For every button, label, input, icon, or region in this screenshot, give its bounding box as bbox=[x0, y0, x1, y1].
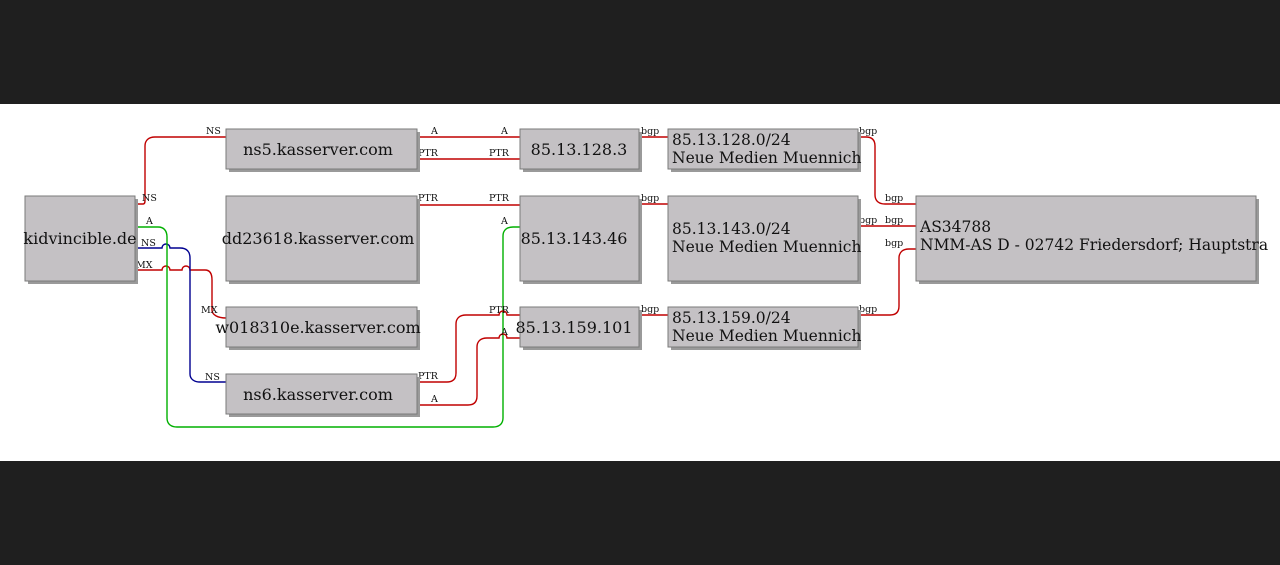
label-bgp-ip128: bgp bbox=[641, 126, 659, 137]
label-ns-ns6: NS bbox=[205, 372, 220, 383]
node-domain[interactable]: kidvincible.de bbox=[23, 195, 138, 284]
label-a-ip143: A bbox=[500, 216, 508, 227]
node-ip159[interactable]: 85.13.159.101 bbox=[515, 306, 642, 350]
edge-ns6-ip159-a bbox=[417, 333, 520, 406]
node-net128[interactable]: 85.13.128.0/24 Neue Medien Muennich bbox=[667, 128, 861, 172]
node-net143-prefix: 85.13.143.0/24 bbox=[672, 220, 791, 238]
diagram-canvas: NS NS A NS MX MX NS A A PTR PTR PTR PTR … bbox=[0, 104, 1280, 461]
node-as34788[interactable]: AS34788 NMM-AS D - 02742 Friedersdorf; H… bbox=[915, 195, 1268, 284]
label-bgp-net128: bgp bbox=[859, 126, 877, 137]
node-ns6-label: ns6.kasserver.com bbox=[243, 385, 393, 404]
node-net159-org: Neue Medien Muennich bbox=[672, 327, 861, 345]
node-ns5-label: ns5.kasserver.com bbox=[243, 140, 393, 159]
label-mx-w01: MX bbox=[201, 305, 218, 316]
edge-ns6-ip159-ptr bbox=[417, 310, 520, 383]
node-domain-label: kidvincible.de bbox=[23, 229, 136, 248]
node-ip159-label: 85.13.159.101 bbox=[515, 318, 632, 337]
label-ns-ns5: NS bbox=[206, 126, 221, 137]
node-w018310e-label: w018310e.kasserver.com bbox=[215, 318, 420, 337]
node-ns6[interactable]: ns6.kasserver.com bbox=[225, 373, 420, 417]
label-bgp-as-mid: bgp bbox=[885, 215, 903, 226]
label-bgp-ip159: bgp bbox=[641, 304, 659, 315]
label-ptr-dd: PTR bbox=[418, 193, 439, 204]
label-ptr-ip128: PTR bbox=[489, 148, 510, 159]
label-bgp-net143: bgp bbox=[859, 215, 877, 226]
label-ptr-ip143: PTR bbox=[489, 193, 510, 204]
node-net128-org: Neue Medien Muennich bbox=[672, 149, 861, 167]
dns-graph: NS NS A NS MX MX NS A A PTR PTR PTR PTR … bbox=[23, 126, 1268, 428]
label-ptr-ns6: PTR bbox=[418, 371, 439, 382]
label-a-ip159: A bbox=[500, 327, 508, 338]
node-net143[interactable]: 85.13.143.0/24 Neue Medien Muennich bbox=[667, 195, 861, 284]
label-a-ns6: A bbox=[430, 394, 438, 405]
node-net128-prefix: 85.13.128.0/24 bbox=[672, 131, 791, 149]
node-dd23618[interactable]: dd23618.kasserver.com bbox=[222, 195, 420, 284]
label-bgp-net159: bgp bbox=[859, 304, 877, 315]
label-bgp-as-bottom: bgp bbox=[885, 238, 903, 249]
node-w018310e[interactable]: w018310e.kasserver.com bbox=[215, 306, 421, 350]
label-bgp-as-top: bgp bbox=[885, 193, 903, 204]
node-ns5[interactable]: ns5.kasserver.com bbox=[225, 128, 420, 172]
label-ns-domain-blue: NS bbox=[141, 238, 156, 249]
node-net159-prefix: 85.13.159.0/24 bbox=[672, 309, 791, 327]
edge-net159-as bbox=[858, 248, 916, 316]
label-ptr-ip159: PTR bbox=[489, 305, 510, 316]
node-dd23618-label: dd23618.kasserver.com bbox=[222, 229, 415, 248]
edges bbox=[135, 136, 916, 428]
edge-net128-as bbox=[858, 136, 916, 205]
node-ip143-label: 85.13.143.46 bbox=[521, 229, 628, 248]
edge-domain-ns5 bbox=[135, 136, 226, 205]
node-ip128-label: 85.13.128.3 bbox=[531, 140, 628, 159]
node-as-number: AS34788 bbox=[919, 218, 991, 236]
label-mx-domain: MX bbox=[136, 260, 153, 271]
edge-domain-ns6 bbox=[135, 243, 226, 383]
edge-labels: NS NS A NS MX MX NS A A PTR PTR PTR PTR … bbox=[136, 126, 903, 405]
label-ns-domain-top: NS bbox=[142, 193, 157, 204]
label-a-domain: A bbox=[145, 216, 153, 227]
node-as-name: NMM-AS D - 02742 Friedersdorf; Hauptstra bbox=[920, 236, 1268, 254]
node-net159[interactable]: 85.13.159.0/24 Neue Medien Muennich bbox=[667, 306, 861, 350]
label-ptr-ns5: PTR bbox=[418, 148, 439, 159]
label-a-ip128: A bbox=[500, 126, 508, 137]
node-net143-org: Neue Medien Muennich bbox=[672, 238, 861, 256]
label-a-ns5: A bbox=[430, 126, 438, 137]
node-ip128[interactable]: 85.13.128.3 bbox=[519, 128, 642, 172]
edge-domain-ip143 bbox=[135, 226, 520, 428]
node-ip143[interactable]: 85.13.143.46 bbox=[519, 195, 642, 284]
label-bgp-ip143: bgp bbox=[641, 193, 659, 204]
